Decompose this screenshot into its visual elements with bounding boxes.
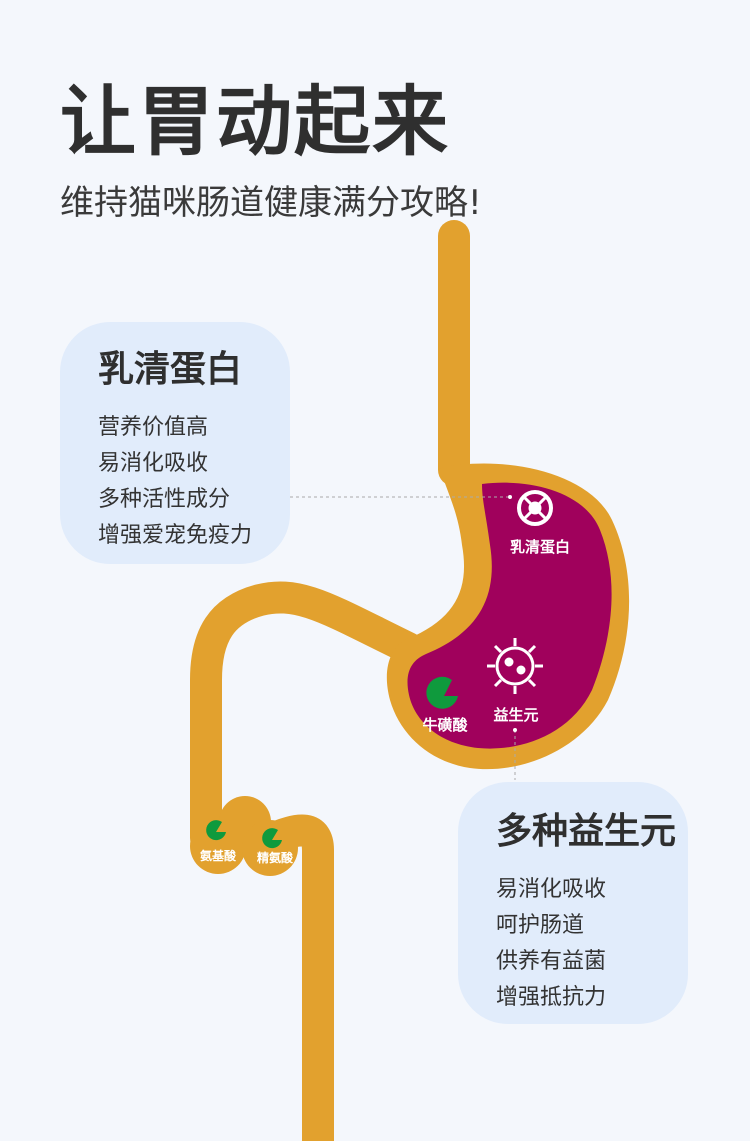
benefit-list: 营养价值高 易消化吸收 多种活性成分 增强爱宠免疫力 [98, 410, 290, 554]
intestine-tube-lower [263, 814, 334, 1141]
taurine-pellet-icon [426, 676, 458, 709]
probiotic-callout-dot [513, 728, 517, 732]
benefit-list: 易消化吸收 呵护肠道 供养有益菌 增强抵抗力 [496, 872, 688, 1016]
whey-label: 乳清蛋白 [510, 538, 570, 556]
probiotic-label: 益生元 [493, 706, 538, 724]
amino-pellet-icon [206, 820, 226, 841]
list-item: 增强爱宠免疫力 [98, 523, 253, 548]
amino-label: 氨基酸 [200, 848, 237, 863]
list-item: 增强抵抗力 [496, 985, 607, 1010]
intestine-bulb [190, 818, 246, 874]
arginine-label: 精氨酸 [257, 850, 294, 865]
list-item: 易消化吸收 [98, 451, 209, 476]
whey-protein-card: 乳清蛋白 营养价值高 易消化吸收 多种活性成分 增强爱宠免疫力 [60, 322, 290, 564]
list-item: 易消化吸收 [496, 877, 607, 902]
whey-callout-dot [508, 495, 512, 499]
list-item: 供养有益菌 [496, 949, 607, 974]
list-item: 多种活性成分 [98, 487, 231, 512]
card-title: 多种益生元 [496, 811, 677, 852]
whey-molecule-icon [517, 490, 553, 526]
probiotic-card: 多种益生元 易消化吸收 呵护肠道 供养有益菌 增强抵抗力 [458, 782, 688, 1024]
page-subtitle: 维持猫咪肠道健康满分攻略! [60, 183, 482, 223]
stomach-inner [407, 482, 612, 749]
taurine-label: 牛磺酸 [422, 716, 468, 734]
list-item: 呵护肠道 [496, 913, 585, 938]
page-title: 让胃动起来 [60, 77, 450, 166]
card-title: 乳清蛋白 [98, 349, 243, 390]
arginine-pellet-icon [262, 828, 282, 849]
probiotic-germ-icon [487, 638, 543, 694]
list-item: 营养价值高 [98, 415, 209, 440]
intestine-tube [190, 581, 424, 854]
